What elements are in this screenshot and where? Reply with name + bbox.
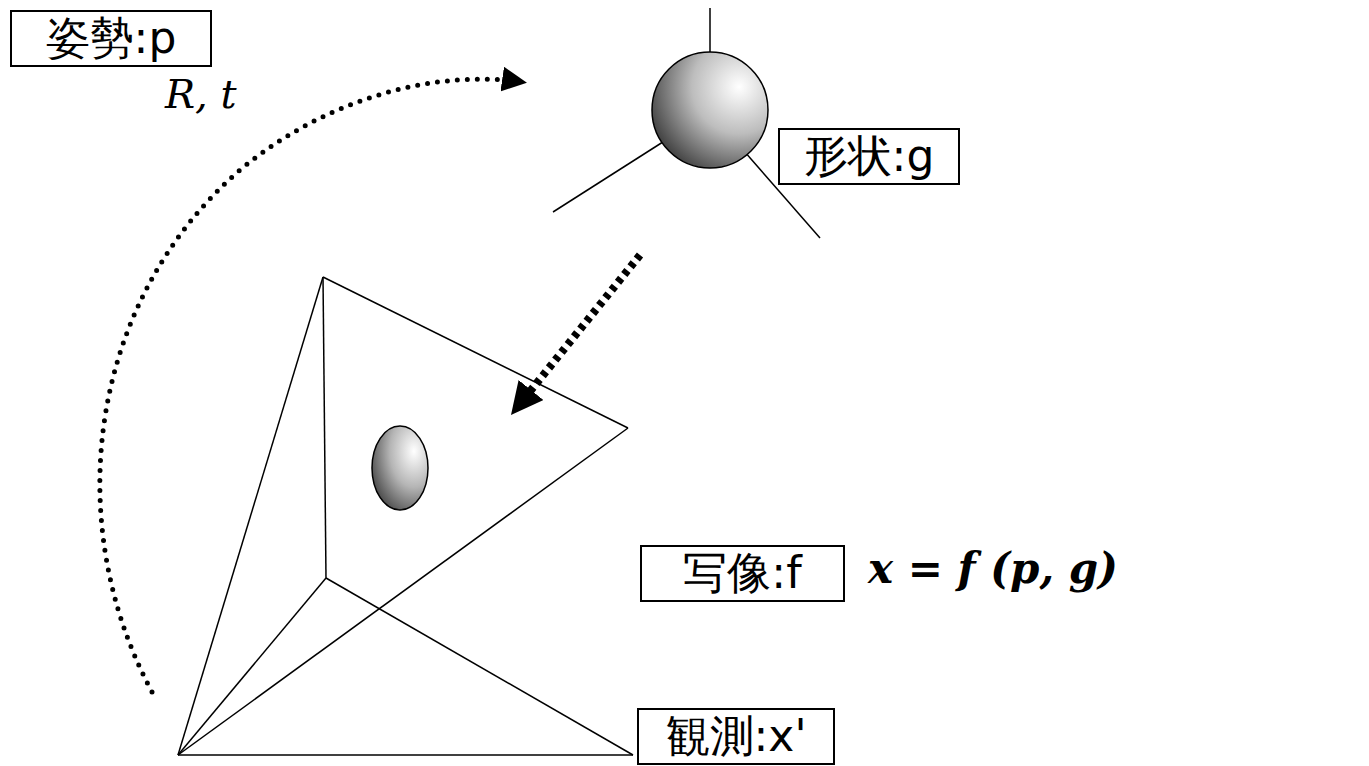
pose-arrow — [100, 79, 522, 692]
label-box: 形状:g — [778, 128, 960, 185]
label-box: 姿勢:p — [10, 10, 212, 67]
label-box: 写像:f — [640, 545, 845, 602]
projected-image — [372, 426, 428, 510]
projection-arrow — [515, 255, 640, 410]
box-label: 写像:f — [683, 549, 801, 597]
box-label: 姿勢:p — [46, 14, 177, 62]
box-label: 観測:x' — [666, 712, 807, 760]
object-sphere — [652, 52, 768, 168]
mapping-equation: x = f (p, g) — [868, 546, 1118, 592]
box-label: 形状:g — [804, 132, 935, 180]
label-box: 観測:x' — [637, 708, 835, 765]
object-axes — [553, 8, 820, 238]
pose-parameters: R, t — [165, 72, 237, 116]
